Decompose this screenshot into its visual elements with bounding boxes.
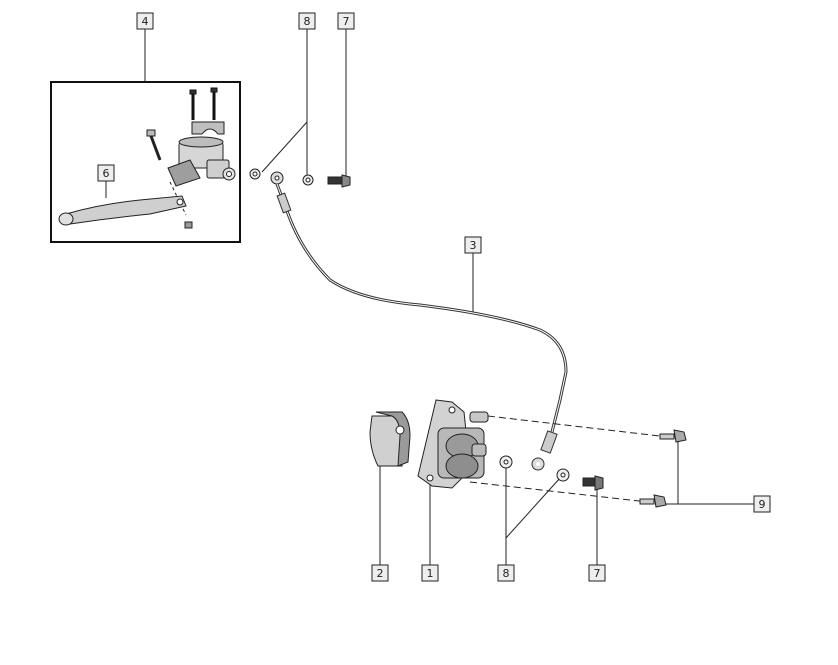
- callout-6-label: 6: [103, 167, 110, 180]
- callout-8-top-label: 8: [304, 15, 311, 28]
- callout-8-bottom-label: 8: [503, 567, 510, 580]
- callout-2: 2: [371, 564, 389, 582]
- callout-9: 9: [753, 495, 771, 513]
- callout-9-label: 9: [759, 498, 766, 511]
- inset-frame: [50, 81, 241, 243]
- callout-7-top: 7: [337, 12, 355, 30]
- callout-6: 6: [97, 164, 115, 182]
- callout-2-label: 2: [377, 567, 384, 580]
- callout-3: 3: [464, 236, 482, 254]
- lower-washers: [499, 455, 570, 482]
- callout-7-bottom-label: 7: [594, 567, 601, 580]
- clamp-bolts: [189, 87, 218, 120]
- brake-pads: [369, 411, 411, 467]
- callout-1: 1: [421, 564, 439, 582]
- leader-8-top-branch: [261, 121, 308, 173]
- master-cylinder: [167, 136, 236, 187]
- callout-4: 4: [136, 12, 154, 30]
- upper-banjo-bolt: [327, 176, 343, 185]
- assembly-dashes: [469, 415, 669, 503]
- mounting-bolts: [639, 429, 687, 508]
- callout-4-label: 4: [142, 15, 149, 28]
- callout-3-label: 3: [470, 239, 477, 252]
- lower-banjo-bolt: [582, 475, 604, 491]
- callout-7-top-label: 7: [343, 15, 350, 28]
- upper-banjo-parts: [249, 168, 351, 188]
- brake-hose: [275, 183, 568, 471]
- callout-1-label: 1: [427, 567, 434, 580]
- brake-caliper: [417, 399, 489, 489]
- handlebar-clamp: [191, 121, 225, 135]
- brake-lever: [58, 195, 193, 229]
- leader-8-bottom-b: [505, 477, 561, 539]
- callout-7-bottom: 7: [588, 564, 606, 582]
- callout-8-bottom: 8: [497, 564, 515, 582]
- callout-8-top: 8: [298, 12, 316, 30]
- leader-lines: [105, 28, 754, 565]
